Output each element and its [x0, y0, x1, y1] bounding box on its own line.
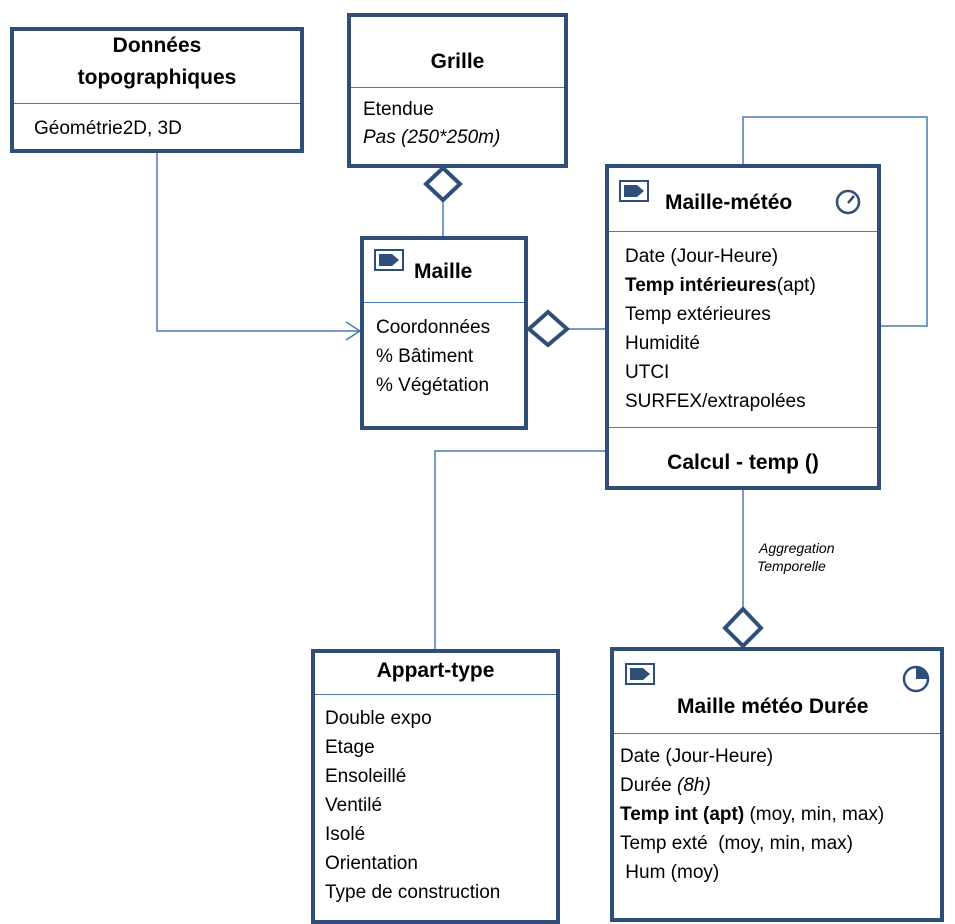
- maille-meteo-separator-bottom: [609, 427, 877, 428]
- maille-meteo-attr-utci: UTCI: [625, 362, 670, 383]
- maille-attr-coordonnees: Coordonnées: [376, 317, 491, 338]
- appart-type-attr-etage: Etage: [325, 737, 375, 758]
- maille-duree-attr-temp-int-bold: Temp int (apt): [620, 804, 745, 825]
- maille-attr-batiment: % Bâtiment: [376, 346, 474, 367]
- appart-meteo-connector: [434, 450, 609, 649]
- maille-duree-attr-duree-value: (8h): [677, 775, 711, 796]
- maille-title: Maille: [414, 260, 473, 283]
- appart-type-class-box[interactable]: Appart-type Double expo Etage Ensoleillé…: [311, 649, 560, 924]
- appart-type-separator: [315, 694, 556, 695]
- class-stereotype-icon: [619, 180, 649, 202]
- aggregation-label-line1: Aggregation: [759, 540, 835, 556]
- aggregation-diamond-icon: [423, 165, 463, 203]
- pie-clock-icon: [902, 665, 930, 693]
- appart-type-title: Appart-type: [376, 659, 495, 682]
- aggregation-diamond-icon: [525, 309, 571, 348]
- class-stereotype-icon: [625, 663, 655, 685]
- self-association-connector: [742, 116, 928, 327]
- maille-duree-attr-temp-ext: Temp exté (moy, min, max): [620, 833, 853, 854]
- grille-attr-pas: Pas (250*250m): [363, 127, 501, 148]
- grille-separator: [351, 87, 564, 88]
- maille-meteo-method: Calcul - temp (): [667, 451, 819, 474]
- maille-meteo-attr-temp-int-rest: (apt): [776, 275, 816, 296]
- maille-duree-attr-temp-int: Temp int (apt) (moy, min, max): [620, 802, 884, 828]
- maille-meteo-separator-top: [609, 231, 877, 232]
- maille-meteo-attr-humidite: Humidité: [625, 333, 700, 354]
- maille-meteo-attr-temp-ext: Temp extérieures: [625, 304, 771, 325]
- aggregation-diamond-icon: [722, 606, 764, 649]
- maille-duree-attr-duree: Durée (8h): [620, 773, 711, 799]
- appart-type-attr-ensoleille: Ensoleillé: [325, 766, 407, 787]
- maille-duree-attr-date: Date (Jour-Heure): [620, 746, 774, 767]
- maille-meteo-attr-temp-int: Temp intérieures(apt): [625, 273, 816, 299]
- topo-title-line2: topographiques: [77, 66, 237, 89]
- clock-icon: [835, 189, 861, 215]
- maille-separator: [364, 302, 524, 303]
- maille-duree-title: Maille météo Durée: [677, 695, 869, 718]
- aggregation-label-line2: Temporelle: [757, 558, 826, 574]
- appart-type-attr-ventile: Ventilé: [325, 795, 383, 816]
- appart-type-attr-double-expo: Double expo: [325, 708, 432, 729]
- maille-duree-attr-duree-label: Durée: [620, 775, 678, 796]
- topo-to-maille-connector: [156, 153, 360, 332]
- topo-separator: [14, 103, 300, 104]
- maille-duree-class-box[interactable]: Maille météo Durée Date (Jour-Heure) Dur…: [610, 647, 944, 922]
- maille-duree-separator: [614, 733, 940, 734]
- maille-duree-attr-hum: Hum (moy): [620, 862, 720, 883]
- maille-meteo-title: Maille-météo: [665, 191, 793, 214]
- topo-title-line1: Données: [112, 34, 202, 57]
- maille-attr-vegetation: % Végétation: [376, 375, 490, 396]
- class-stereotype-icon: [374, 249, 404, 271]
- topo-class-box[interactable]: Données topographiques Géométrie2D, 3D: [10, 27, 304, 153]
- maille-meteo-attr-surfex: SURFEX/extrapolées: [625, 391, 806, 412]
- maille-duree-attr-temp-int-rest: (moy, min, max): [744, 804, 885, 825]
- maille-meteo-attr-date: Date (Jour-Heure): [625, 246, 779, 267]
- appart-type-attr-isole: Isolé: [325, 824, 366, 845]
- maille-meteo-attr-temp-int-bold: Temp intérieures: [625, 275, 777, 296]
- maille-meteo-class-box[interactable]: Maille-météo Date (Jour-Heure) Temp inté…: [605, 164, 881, 490]
- maille-class-box[interactable]: Maille Coordonnées % Bâtiment % Végétati…: [360, 236, 528, 430]
- grille-title: Grille: [430, 50, 485, 73]
- topo-attr-geometry: Géométrie2D, 3D: [34, 118, 182, 139]
- appart-type-attr-orientation: Orientation: [325, 853, 418, 874]
- grille-class-box[interactable]: Grille Etendue Pas (250*250m): [347, 13, 568, 168]
- grille-attr-etendue: Etendue: [363, 99, 434, 120]
- appart-type-attr-type-construction: Type de construction: [325, 882, 501, 903]
